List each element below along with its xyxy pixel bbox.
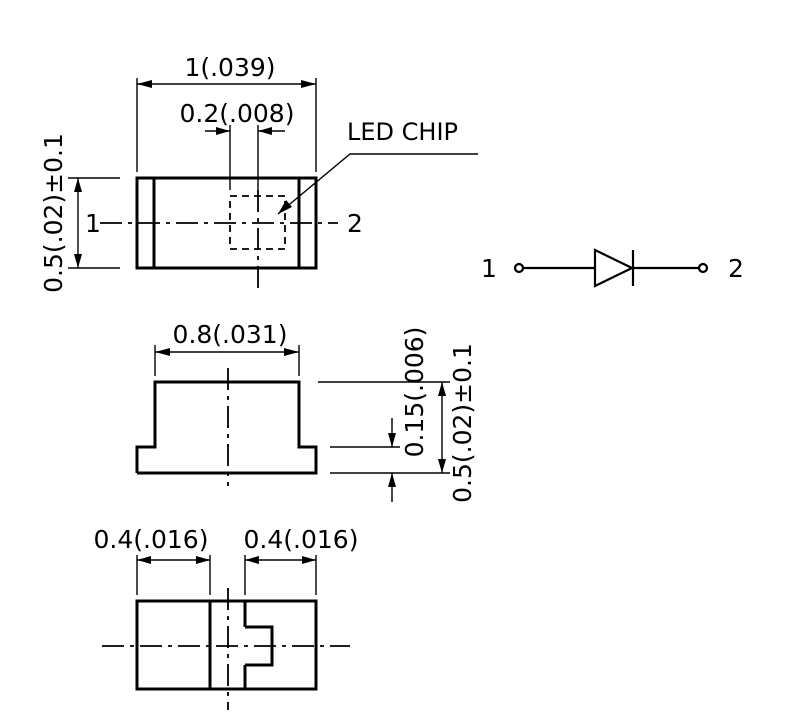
arrow-head [388,433,396,447]
arrow-head [196,556,210,564]
diode-schematic: 1 2 [481,248,744,288]
arrow-head [284,348,299,356]
top-height-label: 0.5(.02)±0.1 [39,133,68,293]
step-height-label: 0.15(.006) [400,327,429,458]
schematic-pin2-label: 2 [728,254,744,283]
bottom-view-outline [135,599,318,691]
led-chip-leader-line [277,153,478,215]
top-width-label: 1(.039) [184,53,275,82]
top-view-pin1-label: 1 [85,209,101,238]
arrow-head [137,80,152,88]
terminal-1-circle [513,262,525,274]
bottom-view: 0.4(.016) 0.4(.016) [94,525,359,710]
diode-triangle [593,248,635,288]
arrow-head [216,127,230,135]
arrow-head [302,556,316,564]
arrow-head [74,254,82,268]
side-total-height-label: 0.5(.02)±0.1 [448,343,477,503]
left-pad-label: 0.4(.016) [94,525,209,554]
led-chip-label: LED CHIP [347,118,458,146]
side-view-outline [135,380,318,475]
arrow-head [301,80,316,88]
right-pad-label: 0.4(.016) [244,525,359,554]
side-view: 0.8(.031) 0.15(.006) 0.5(.02)±0.1 [135,320,477,503]
arrow-head [74,178,82,192]
arrow-head [155,348,170,356]
arrow-head [245,556,259,564]
schematic-pin1-label: 1 [481,254,497,283]
top-view: 1(.039) 0.2(.008) LED CHIP 0.5(.02)±0.1 … [39,53,478,293]
arrow-head [438,459,446,473]
terminal-2-circle [697,262,709,274]
top-view-pin2-label: 2 [347,209,363,238]
top-view-outline [135,176,318,270]
side-top-width-label: 0.8(.031) [173,320,288,349]
arrow-head [438,382,446,396]
arrow-head [258,127,272,135]
arrow-head [137,556,151,564]
chip-width-label: 0.2(.008) [180,99,295,128]
arrow-head [388,473,396,487]
arrow-head [278,200,292,214]
